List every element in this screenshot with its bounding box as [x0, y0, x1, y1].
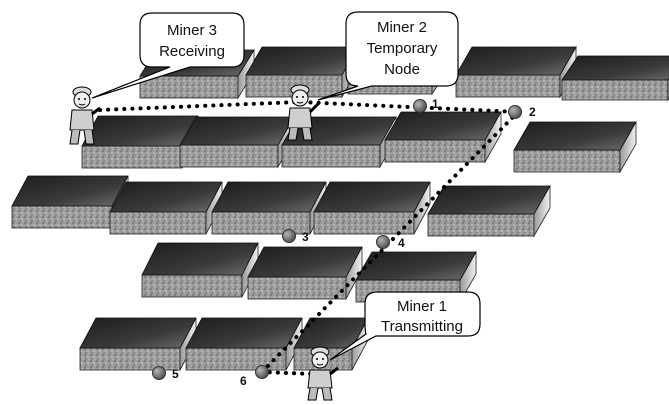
pillar-block — [179, 115, 295, 169]
pillar-block — [141, 242, 259, 298]
node-4: 4 — [376, 235, 405, 250]
node-6: 6 — [240, 365, 269, 388]
callout-miner-1-status: Transmitting — [381, 318, 463, 335]
node-6-label: 6 — [240, 374, 247, 388]
node-4-label: 4 — [398, 236, 405, 250]
node-1-label: 1 — [432, 97, 439, 111]
node-5-label: 5 — [172, 367, 179, 381]
callout-miner-3-status: Receiving — [159, 43, 225, 60]
node-1: 1 — [413, 97, 439, 113]
pillar-block — [211, 181, 327, 235]
pillar-block — [79, 317, 197, 371]
callout-miner-2-title: Miner 2 — [377, 19, 427, 36]
callout-miner-3: Miner 3 Receiving — [91, 12, 245, 99]
node-5: 5 — [152, 366, 179, 381]
pillar-block — [455, 45, 577, 99]
node-3-label: 3 — [302, 230, 309, 244]
pillar-block — [247, 246, 363, 300]
pillar-block — [11, 175, 129, 229]
pillar-block — [513, 120, 637, 174]
callout-miner-1-title: Miner 1 — [397, 298, 447, 315]
miner-3-figure — [69, 86, 101, 145]
callout-miner-2-status-2: Node — [384, 61, 420, 78]
pillar-block — [185, 317, 303, 371]
pillar-block — [313, 181, 431, 235]
pillar-block — [109, 181, 223, 235]
node-3: 3 — [282, 229, 309, 244]
pillar-block — [384, 110, 502, 164]
miner-1-figure — [307, 346, 339, 401]
callout-miner-1: Miner 1 Transmitting — [329, 291, 481, 361]
node-2-label: 2 — [529, 105, 536, 119]
pillar-block — [561, 55, 669, 102]
callout-miner-2-status: Temporary — [367, 40, 438, 57]
pillar-block — [427, 184, 551, 238]
callout-miner-3-title: Miner 3 — [167, 22, 217, 39]
callout-miner-2: Miner 2 Temporary Node — [317, 11, 459, 101]
miner-2-figure — [287, 84, 320, 141]
node-2: 2 — [508, 105, 536, 119]
